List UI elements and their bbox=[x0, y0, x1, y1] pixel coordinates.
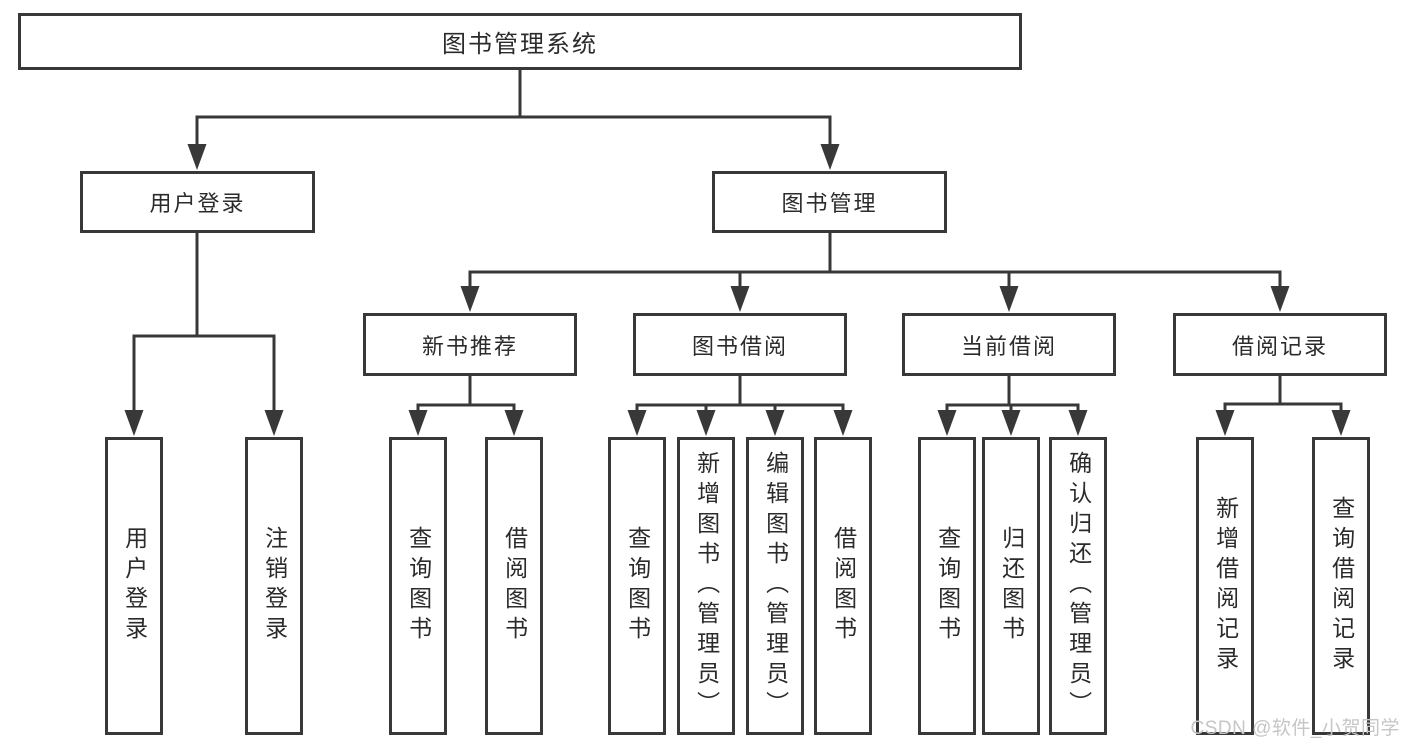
leaf-query-books-borrowing-label: 查询图书 bbox=[624, 526, 651, 646]
node-root: 图书管理系统 bbox=[18, 13, 1022, 70]
node-user-login-label: 用户登录 bbox=[149, 191, 246, 216]
leaf-borrow-books: 借阅图书 bbox=[814, 437, 872, 735]
leaf-query-borrow-record-label: 查询借阅记录 bbox=[1328, 496, 1355, 676]
leaf-return-books: 归还图书 bbox=[982, 437, 1040, 735]
leaf-borrow-books-recommend-label: 借阅图书 bbox=[501, 526, 528, 646]
leaf-user-login: 用户登录 bbox=[105, 437, 163, 735]
node-new-book-recommendation: 新书推荐 bbox=[363, 313, 577, 376]
watermark: CSDN @软件_小贺同学 bbox=[1190, 718, 1400, 739]
leaf-query-books-borrowing: 查询图书 bbox=[608, 437, 666, 735]
node-book-management: 图书管理 bbox=[712, 171, 947, 233]
leaf-query-books-recommend-label: 查询图书 bbox=[405, 526, 432, 646]
leaf-borrow-books-label: 借阅图书 bbox=[830, 526, 857, 646]
node-root-label: 图书管理系统 bbox=[442, 31, 598, 58]
leaf-borrow-books-recommend: 借阅图书 bbox=[485, 437, 543, 735]
leaf-add-borrow-record-label: 新增借阅记录 bbox=[1212, 496, 1239, 676]
leaf-add-books-admin-label: 新增图书（管理员） bbox=[693, 451, 720, 721]
leaf-confirm-return-admin-label: 确认归还（管理员） bbox=[1065, 451, 1092, 721]
leaf-add-borrow-record: 新增借阅记录 bbox=[1196, 437, 1254, 735]
leaf-logout-login-label: 注销登录 bbox=[261, 526, 288, 646]
node-current-borrowing: 当前借阅 bbox=[902, 313, 1116, 376]
node-book-borrowing: 图书借阅 bbox=[633, 313, 847, 376]
node-user-login: 用户登录 bbox=[80, 171, 315, 233]
leaf-query-books-current-label: 查询图书 bbox=[934, 526, 961, 646]
leaf-edit-books-admin: 编辑图书（管理员） bbox=[746, 437, 804, 735]
node-new-book-recommendation-label: 新书推荐 bbox=[421, 333, 518, 359]
node-book-borrowing-label: 图书借阅 bbox=[691, 333, 788, 359]
node-borrowing-records-label: 借阅记录 bbox=[1231, 333, 1328, 359]
leaf-add-books-admin: 新增图书（管理员） bbox=[677, 437, 735, 735]
leaf-user-login-label: 用户登录 bbox=[121, 526, 148, 646]
leaf-confirm-return-admin: 确认归还（管理员） bbox=[1049, 437, 1107, 735]
leaf-edit-books-admin-label: 编辑图书（管理员） bbox=[762, 451, 789, 721]
node-borrowing-records: 借阅记录 bbox=[1173, 313, 1387, 376]
node-current-borrowing-label: 当前借阅 bbox=[960, 333, 1057, 359]
leaf-return-books-label: 归还图书 bbox=[998, 526, 1025, 646]
leaf-query-books-current: 查询图书 bbox=[918, 437, 976, 735]
leaf-query-books-recommend: 查询图书 bbox=[389, 437, 447, 735]
leaf-logout-login: 注销登录 bbox=[245, 437, 303, 735]
leaf-query-borrow-record: 查询借阅记录 bbox=[1312, 437, 1370, 735]
node-book-management-label: 图书管理 bbox=[781, 191, 878, 216]
